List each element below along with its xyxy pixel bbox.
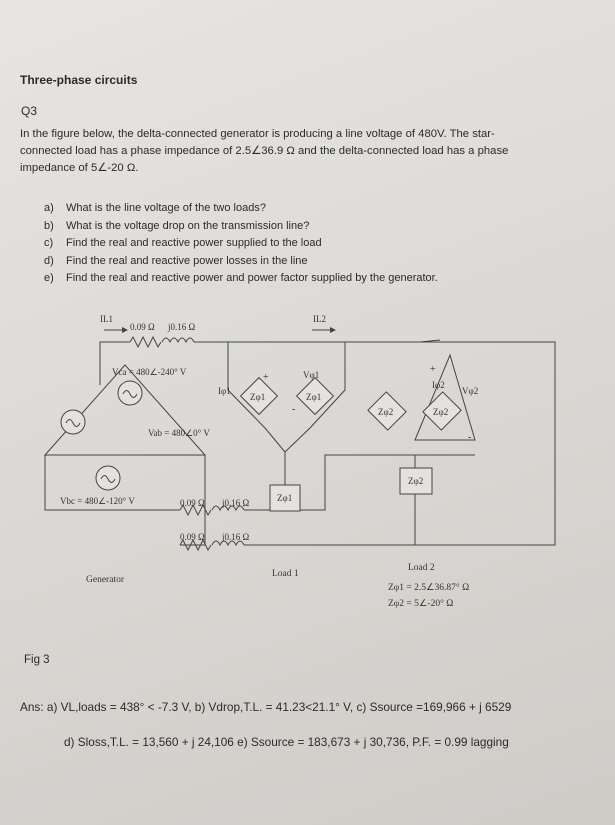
line-resistance-label: 0.09 Ω — [180, 532, 205, 542]
load1-impedance-box: Zφ1 — [269, 484, 301, 512]
line-resistance-label: 0.09 Ω — [180, 498, 205, 508]
line-reactance-label: j0.16 Ω — [221, 498, 250, 508]
inductor-icon — [211, 540, 245, 547]
minus-sign: - — [468, 432, 471, 443]
load2-delta-left — [414, 353, 476, 441]
source-voltage-label: Vbc = 480∠-120° V — [60, 496, 135, 506]
impedance-label: Zφ2 — [433, 407, 448, 417]
load2-tap — [419, 339, 441, 343]
question-label: a) — [44, 202, 54, 214]
question-text: Find the real and reactive power supplie… — [66, 237, 322, 249]
line-current-label: IL2 — [313, 314, 326, 324]
question-item: e) Find the real and reactive power and p… — [44, 270, 438, 288]
load2-impedance-box: Zφ2 — [367, 391, 407, 431]
arrowhead-icon — [330, 327, 336, 333]
generator-label: Generator — [86, 575, 125, 585]
question-list: a) What is the line voltage of the two lo… — [44, 200, 438, 288]
inductor-icon — [161, 337, 195, 344]
question-text: Find the real and reactive power and pow… — [66, 272, 438, 284]
load1-impedance-value: Zφ1 = 2.5∠36.87° Ω — [388, 582, 469, 593]
section-heading: Three-phase circuits — [20, 73, 138, 87]
line-c-wire — [244, 460, 556, 546]
intro-line: In the figure below, the delta-connected… — [20, 128, 495, 140]
question-text: What is the line voltage of the two load… — [66, 202, 266, 214]
figure-label: Fig 3 — [24, 654, 50, 666]
line-resistance-label: 0.09 Ω — [130, 322, 155, 332]
source-voltage-label: Vca = 480∠-240° V — [112, 367, 187, 377]
question-label: e) — [44, 272, 54, 284]
arrowhead-icon — [122, 327, 128, 333]
impedance-label: Zφ1 — [306, 392, 321, 402]
question-text: What is the voltage drop on the transmis… — [66, 219, 310, 232]
source-voltage-label: Vab = 480∠0° V — [148, 428, 210, 438]
load2-label: Load 2 — [408, 563, 435, 573]
resistor-icon — [179, 503, 212, 517]
line-b-wire — [44, 455, 180, 511]
load1-impedance-box: Zφ1 — [239, 376, 279, 416]
intro-line: impedance of 5∠-20 Ω. — [20, 162, 139, 174]
minus-sign: - — [292, 404, 295, 415]
load2-impedance-box: Zφ2 — [422, 391, 462, 431]
question-item: a) What is the line voltage of the two lo… — [44, 200, 438, 218]
line-current-label: IL1 — [100, 314, 113, 324]
line-a-wire — [99, 341, 130, 385]
phase-voltage-label: Vφ2 — [462, 386, 478, 396]
plus-sign: + — [263, 372, 269, 383]
question-label: d) — [44, 254, 54, 267]
ac-source-icon — [95, 465, 121, 491]
ac-source-icon — [117, 380, 143, 406]
inductor-icon — [211, 505, 245, 512]
line-reactance-label: j0.16 Ω — [221, 532, 250, 542]
plus-sign: + — [430, 364, 436, 375]
impedance-label: Zφ1 — [277, 493, 292, 503]
question-item: d) Find the real and reactive power losse… — [44, 253, 438, 271]
answers-line-1: Ans: a) VL,loads = 438° < -7.3 V, b) Vdr… — [20, 700, 512, 714]
question-number: Q3 — [21, 104, 38, 118]
question-intro: In the figure below, the delta-connected… — [20, 126, 590, 177]
question-label: c) — [44, 237, 54, 249]
generator-delta — [43, 364, 207, 456]
resistor-icon — [179, 538, 212, 552]
load2-impedance-value: Zφ2 = 5∠-20° Ω — [388, 598, 453, 609]
impedance-label: Zφ2 — [378, 407, 393, 417]
intro-line: connected load has a phase impedance of … — [20, 145, 509, 157]
line-a-wire — [194, 341, 556, 460]
ac-source-icon — [60, 409, 86, 435]
question-label: b) — [44, 219, 54, 232]
impedance-label: Zφ1 — [250, 392, 265, 402]
phase-current-label: Iφ2 — [432, 380, 445, 390]
phase-current-label: Iφ1 — [218, 386, 231, 396]
answers-line-2: d) Sloss,T.L. = 13,560 + j 24,106 e) Sso… — [64, 735, 509, 749]
phase-voltage-label: Vφ1 — [303, 370, 319, 380]
question-text: Find the real and reactive power losses … — [66, 254, 308, 267]
resistor-icon — [129, 335, 162, 349]
question-item: b) What is the voltage drop on the transm… — [44, 218, 438, 236]
load1-label: Load 1 — [272, 569, 299, 579]
load2-impedance-box: Zφ2 — [399, 467, 433, 495]
line-reactance-label: j0.16 Ω — [167, 322, 196, 332]
impedance-label: Zφ2 — [408, 476, 423, 486]
load1-impedance-box: Zφ1 — [295, 376, 335, 416]
question-item: c) Find the real and reactive power suppl… — [44, 235, 438, 253]
